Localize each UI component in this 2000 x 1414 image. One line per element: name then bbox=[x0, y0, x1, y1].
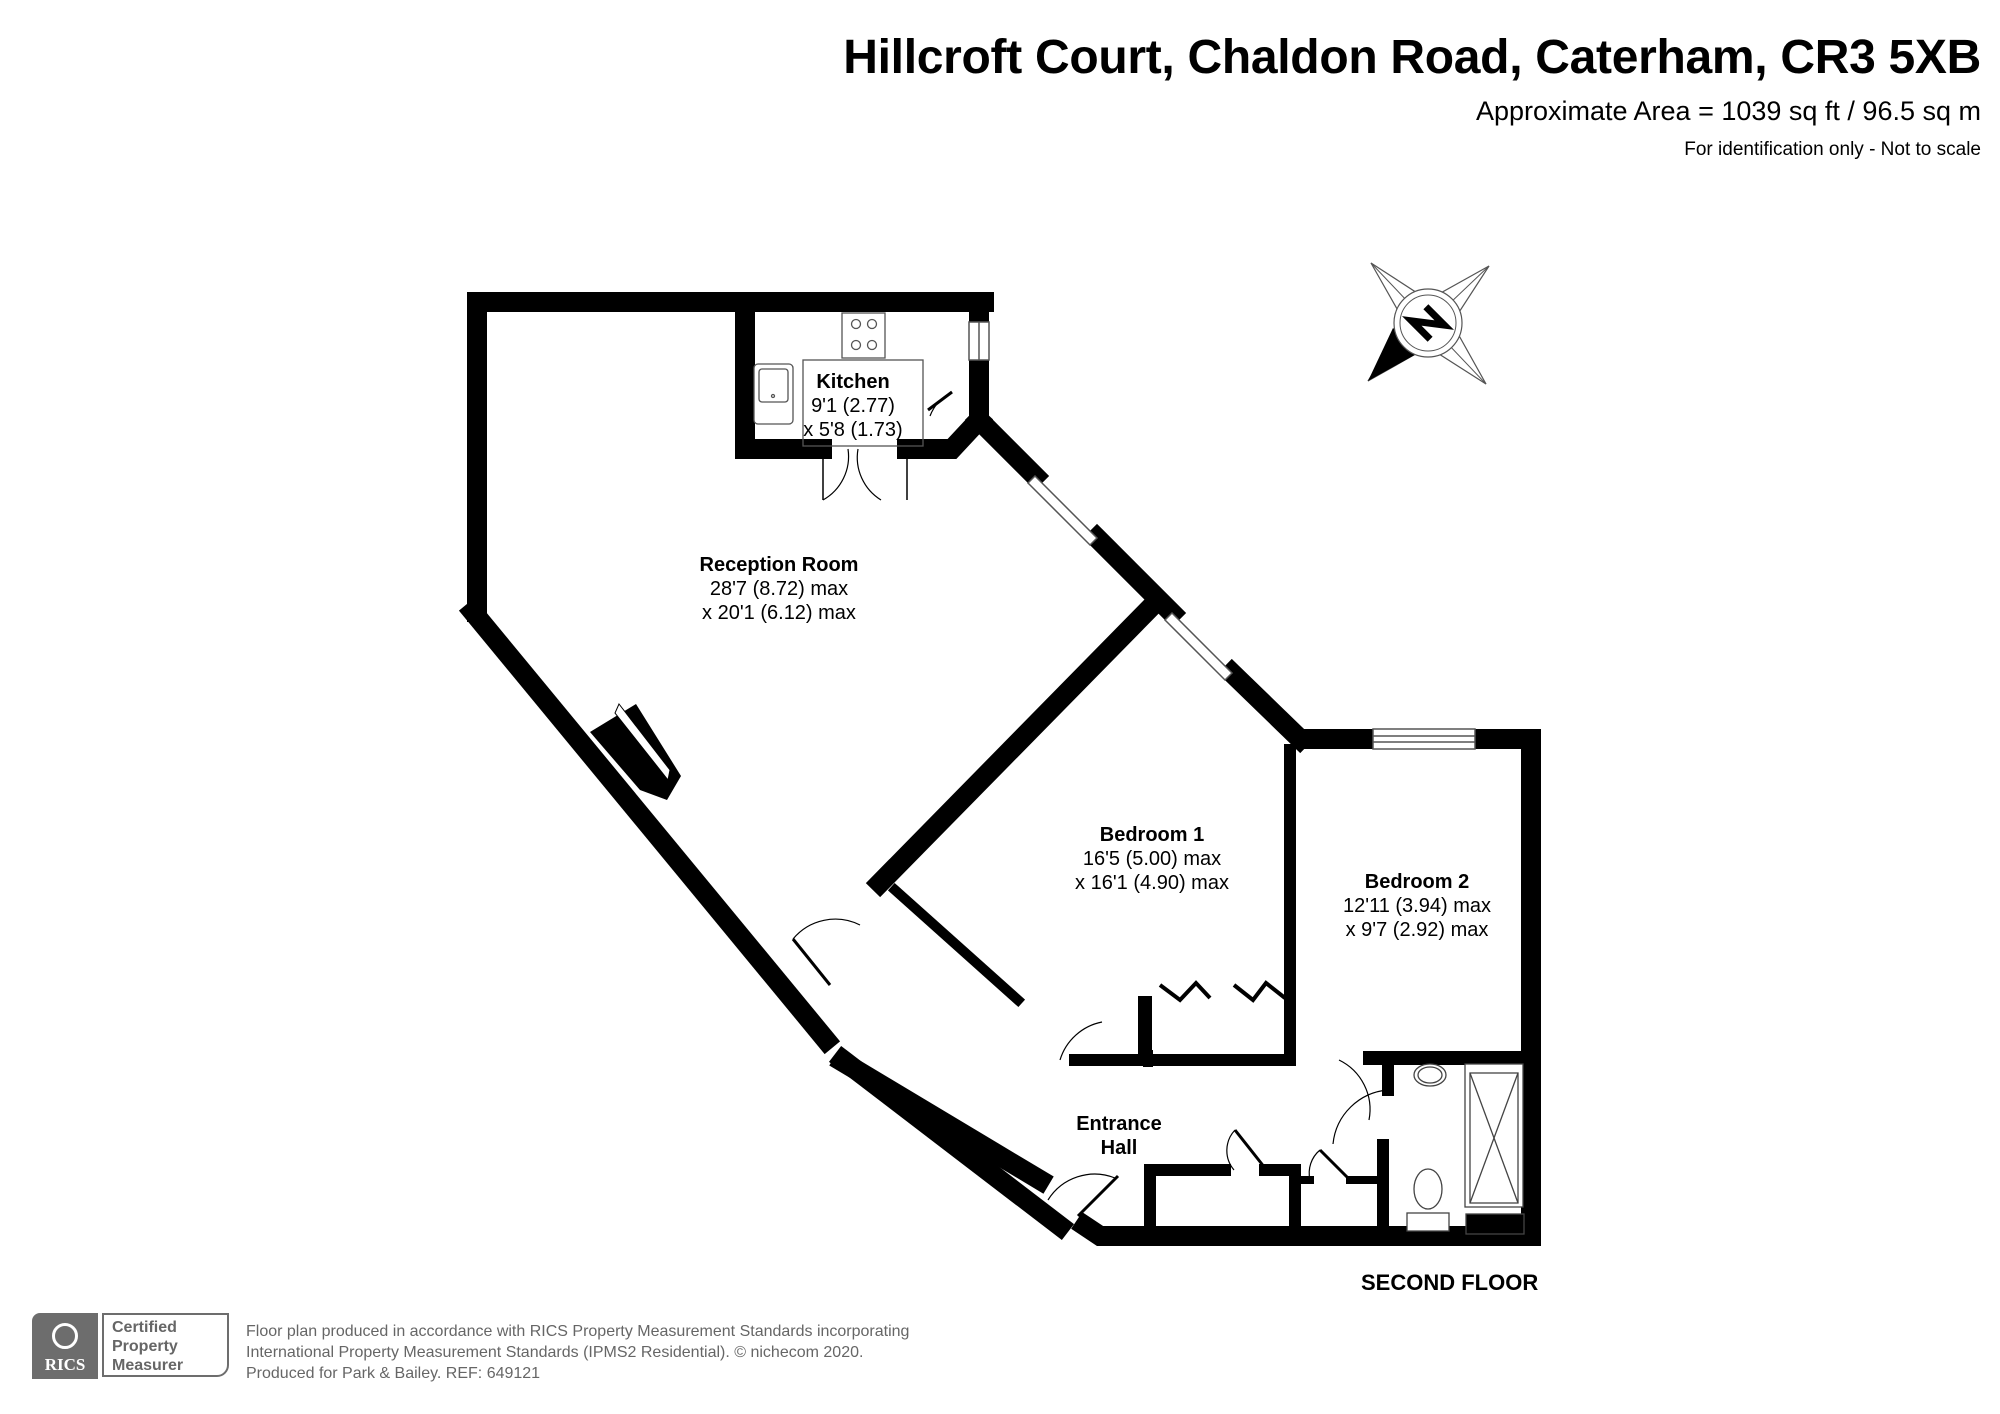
room-label-bedroom-2: Bedroom 2 12'11 (3.94) max x 9'7 (2.92) … bbox=[1343, 870, 1491, 942]
wardrobe-doors bbox=[1138, 980, 1287, 1060]
fireplace bbox=[590, 703, 681, 800]
rics-logo-text: RICS bbox=[44, 1355, 86, 1374]
room-dimension: x 16'1 (4.90) max bbox=[1075, 872, 1229, 894]
rics-logo: RICS bbox=[32, 1313, 98, 1379]
room-dimension: 16'5 (5.00) max bbox=[1082, 848, 1222, 870]
walls bbox=[458, 292, 1541, 1246]
room-name: Bedroom 2 bbox=[1364, 871, 1470, 893]
badge-line: Property bbox=[112, 1338, 178, 1355]
footer-disclaimer: Floor plan produced in accordance with R… bbox=[246, 1321, 909, 1384]
certified-measurer-box: Certified Property Measurer bbox=[102, 1313, 229, 1377]
rics-certified-badge: RICS Certified Property Measurer bbox=[32, 1313, 231, 1379]
badge-line: Measurer bbox=[112, 1357, 184, 1374]
door-swings bbox=[791, 390, 1389, 1218]
room-name: Hall bbox=[1100, 1137, 1138, 1159]
windows bbox=[968, 321, 1476, 750]
room-name: Kitchen bbox=[816, 371, 890, 393]
room-label-bedroom-1: Bedroom 1 16'5 (5.00) max x 16'1 (4.90) … bbox=[1075, 823, 1229, 895]
scale-disclaimer: For identification only - Not to scale bbox=[1684, 139, 1981, 160]
room-name: Bedroom 1 bbox=[1099, 824, 1205, 846]
bathroom-fixtures bbox=[1406, 1063, 1525, 1235]
property-address-title: Hillcroft Court, Chaldon Road, Caterham,… bbox=[843, 31, 1981, 84]
room-dimension: 9'1 (2.77) bbox=[811, 395, 895, 417]
room-dimension: x 20'1 (6.12) max bbox=[702, 602, 856, 624]
approximate-area: Approximate Area = 1039 sq ft / 96.5 sq … bbox=[1475, 96, 1981, 126]
footer-line: Produced for Park & Bailey. REF: 649121 bbox=[246, 1365, 541, 1382]
room-label-reception: Reception Room 28'7 (8.72) max x 20'1 (6… bbox=[700, 553, 859, 625]
room-name: Reception Room bbox=[699, 554, 859, 576]
room-name: Entrance bbox=[1076, 1113, 1162, 1135]
room-dimension: 12'11 (3.94) max bbox=[1343, 895, 1491, 917]
floor-level-label: SECOND FLOOR bbox=[1361, 1270, 1539, 1295]
room-dimension: x 5'8 (1.73) bbox=[803, 419, 903, 441]
room-dimension: x 9'7 (2.92) max bbox=[1345, 919, 1489, 941]
room-label-entrance-hall: Entrance Hall bbox=[1076, 1112, 1162, 1160]
badge-line: Certified bbox=[112, 1319, 177, 1336]
footer-line: International Property Measurement Stand… bbox=[246, 1344, 864, 1361]
footer-line: Floor plan produced in accordance with R… bbox=[246, 1323, 910, 1340]
room-label-kitchen: Kitchen 9'1 (2.77) x 5'8 (1.73) bbox=[803, 370, 902, 442]
rics-lion-icon bbox=[52, 1323, 78, 1349]
compass-icon bbox=[1367, 262, 1490, 385]
room-dimension: 28'7 (8.72) max bbox=[709, 578, 849, 600]
kitchen-fixtures bbox=[753, 312, 924, 447]
